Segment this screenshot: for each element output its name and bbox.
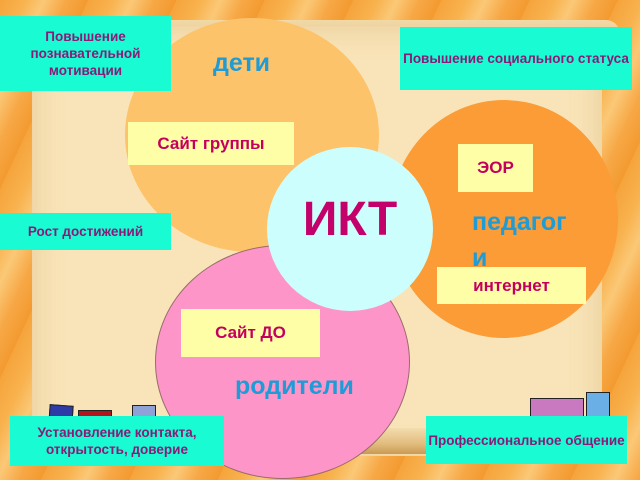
- note-professional-communication: Профессиональное общение: [426, 416, 627, 464]
- tag-eor: ЭОР: [458, 144, 533, 192]
- tag-internet: интернет: [437, 267, 586, 304]
- children-label: дети: [213, 49, 271, 77]
- note-social-status: Повышение социального статуса: [400, 27, 632, 90]
- tag-group-site: Сайт группы: [128, 122, 294, 165]
- ict-label: ИКТ: [302, 193, 398, 246]
- parents-label: родители: [235, 372, 354, 400]
- circle-ict: [267, 147, 433, 311]
- note-cognitive-motivation: Повышение познавательной мотивации: [0, 16, 171, 91]
- teachers-label: педагог: [472, 208, 567, 236]
- teachers-label-line2: и: [472, 244, 488, 272]
- note-achievement-growth: Рост достижений: [0, 213, 171, 250]
- tag-preschool-site: Сайт ДО: [181, 309, 320, 357]
- note-contact-trust: Установление контакта, открытость, довер…: [10, 416, 224, 466]
